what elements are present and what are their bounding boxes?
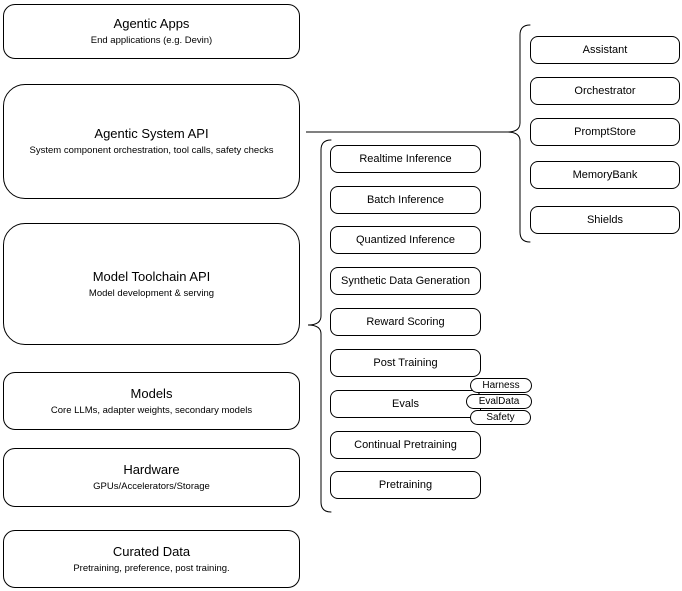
node-orchestrator: Orchestrator — [530, 77, 680, 105]
node-title: Curated Data — [112, 543, 191, 559]
node-subtitle: Core LLMs, adapter weights, secondary mo… — [50, 404, 253, 416]
node-model-toolchain-api: Model Toolchain API Model development & … — [3, 223, 300, 345]
node-subtitle: System component orchestration, tool cal… — [29, 145, 274, 156]
brace-toolchain — [307, 139, 332, 513]
node-title: Models — [130, 385, 173, 401]
node-subtitle: Model development & serving — [88, 287, 215, 299]
node-curated-data: Curated Data Pretraining, preference, po… — [3, 530, 300, 588]
node-shields: Shields — [530, 206, 680, 234]
node-synthetic-data-generation: Synthetic Data Generation — [330, 267, 481, 295]
node-evals: Evals — [330, 390, 481, 418]
node-batch-inference: Batch Inference — [330, 186, 481, 214]
node-pretraining: Pretraining — [330, 471, 481, 499]
node-subtitle: Pretraining, preference, post training. — [73, 562, 230, 574]
node-title: Agentic Apps — [113, 16, 190, 31]
node-continual-pretraining: Continual Pretraining — [330, 431, 481, 459]
node-title: Model Toolchain API — [92, 268, 211, 284]
tag-harness: Harness — [470, 378, 532, 393]
node-title: Hardware — [123, 462, 180, 477]
tag-evaldata: EvalData — [466, 394, 532, 409]
node-subtitle: GPUs/Accelerators/Storage — [93, 481, 210, 492]
node-agentic-apps: Agentic Apps End applications (e.g. Devi… — [3, 4, 300, 59]
node-hardware: Hardware GPUs/Accelerators/Storage — [3, 448, 300, 507]
node-models: Models Core LLMs, adapter weights, secon… — [3, 372, 300, 430]
node-subtitle: End applications (e.g. Devin) — [90, 35, 213, 46]
node-memorybank: MemoryBank — [530, 161, 680, 189]
node-quantized-inference: Quantized Inference — [330, 226, 481, 254]
node-agentic-system-api: Agentic System API System component orch… — [3, 84, 300, 199]
node-promptstore: PromptStore — [530, 118, 680, 146]
node-reward-scoring: Reward Scoring — [330, 308, 481, 336]
node-assistant: Assistant — [530, 36, 680, 64]
brace-system-components — [506, 24, 531, 243]
node-realtime-inference: Realtime Inference — [330, 145, 481, 173]
node-title: Agentic System API — [94, 126, 209, 141]
tag-safety: Safety — [470, 410, 531, 425]
node-post-training: Post Training — [330, 349, 481, 377]
